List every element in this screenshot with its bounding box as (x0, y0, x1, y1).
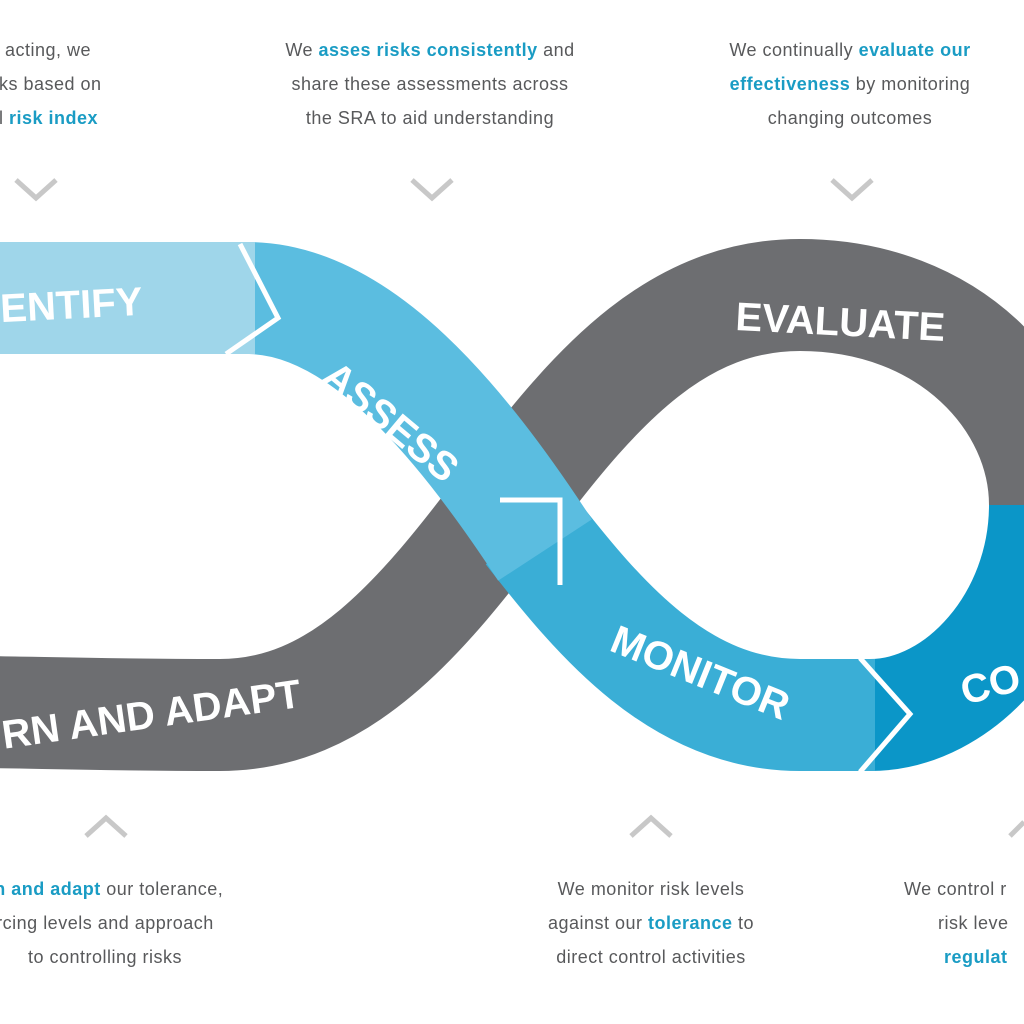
caption-line: e acting, we (0, 40, 92, 60)
highlight: rn and adapt (0, 879, 101, 899)
caption-line: share these assessments across (291, 74, 569, 94)
text: ral (0, 108, 4, 128)
text: and (537, 40, 575, 60)
text: We (285, 40, 319, 60)
learn-band (0, 466, 555, 772)
caption-monitor: We monitor risk levels against our toler… (461, 872, 841, 974)
caption-line: changing outcomes (767, 108, 933, 128)
text: our tolerance, (100, 879, 224, 899)
label-evaluate: EVALUATE (735, 295, 947, 350)
caption-line: We continually evaluate our (660, 33, 1024, 67)
caption-line: We monitor risk levels (557, 879, 745, 899)
caption-line: We asses risks consistently and (240, 33, 620, 67)
highlight: asses risks consistently (318, 40, 538, 60)
highlight: evaluate our (858, 40, 971, 60)
chevron-up-icon (629, 814, 673, 838)
caption-identify: e acting, we risks based on ral risk ind… (0, 33, 230, 135)
caption-evaluate: We continually evaluate our effectivenes… (660, 33, 1024, 135)
chevron-down-icon (410, 178, 454, 202)
arrow-separator (224, 242, 282, 357)
caption-assess: We asses risks consistently and share th… (240, 33, 620, 135)
caption-line: effectiveness by monitoring (660, 67, 1024, 101)
caption-line: ral risk index (0, 101, 230, 135)
caption-line: to controlling risks (27, 947, 183, 967)
highlight: effectiveness (729, 74, 851, 94)
caption-line: rn and adapt our tolerance, (0, 872, 295, 906)
caption-line: risk leve (938, 913, 1009, 933)
caption-line: direct control activities (556, 947, 746, 967)
text: to (732, 913, 755, 933)
chevron-up-icon (84, 814, 128, 838)
highlight: tolerance (648, 913, 733, 933)
caption-line: against our tolerance to (461, 906, 841, 940)
arrow-separator (858, 656, 914, 774)
caption-line: risks based on (0, 74, 102, 94)
chevron-down-icon (14, 178, 58, 202)
highlight: risk index (8, 108, 99, 128)
text: by monitoring (850, 74, 971, 94)
text: We continually (729, 40, 859, 60)
caption-line: regulat (944, 947, 1008, 967)
arrow-separator (500, 497, 563, 585)
caption-line: We control r (904, 879, 1007, 899)
text: against our (547, 913, 648, 933)
chevron-down-icon (830, 178, 874, 202)
caption-line: rcing levels and approach (0, 913, 214, 933)
chevron-up-icon (1008, 820, 1024, 838)
caption-line: the SRA to aid understanding (305, 108, 555, 128)
caption-control: We control r risk leve regulat (890, 872, 1024, 974)
caption-learn: rn and adapt our tolerance, rcing levels… (0, 872, 295, 974)
evaluate-band (465, 238, 1024, 534)
label-identify: ENTIFY (0, 280, 144, 331)
